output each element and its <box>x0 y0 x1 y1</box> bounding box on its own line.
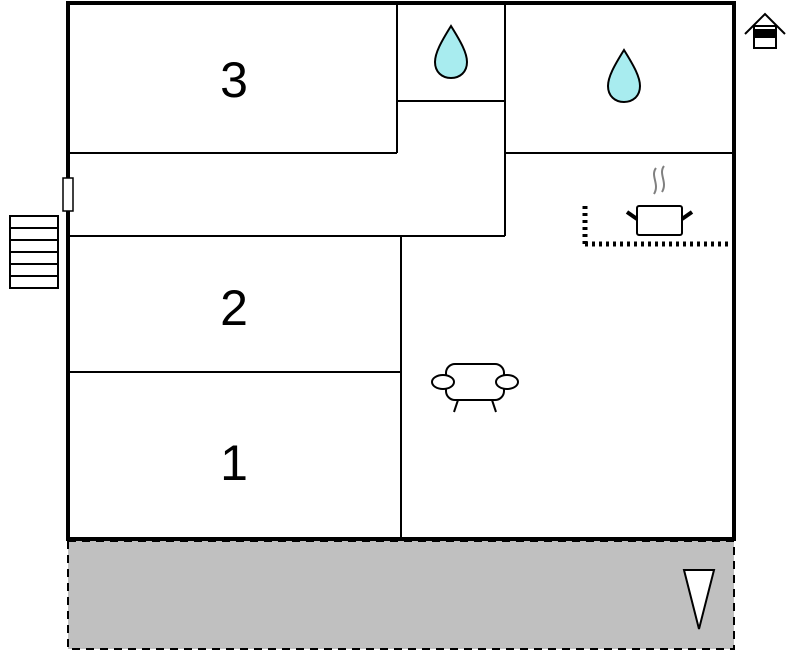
room-label-3: 3 <box>220 52 248 108</box>
kitchen-counter <box>582 206 728 247</box>
interior-walls <box>68 3 734 539</box>
sofa-icon <box>431 363 519 413</box>
house-icon <box>744 12 786 49</box>
outer-walls <box>66 1 736 541</box>
stairs-icon <box>9 215 59 289</box>
water-drop-icon <box>433 24 469 80</box>
north-arrow-icon <box>682 569 716 630</box>
terrace-area <box>67 540 735 650</box>
water-drop-icon <box>606 48 642 104</box>
side-door <box>62 177 74 212</box>
cooking-pot-icon <box>625 165 694 236</box>
room-label-1: 1 <box>220 435 248 491</box>
room-label-2: 2 <box>220 280 248 336</box>
